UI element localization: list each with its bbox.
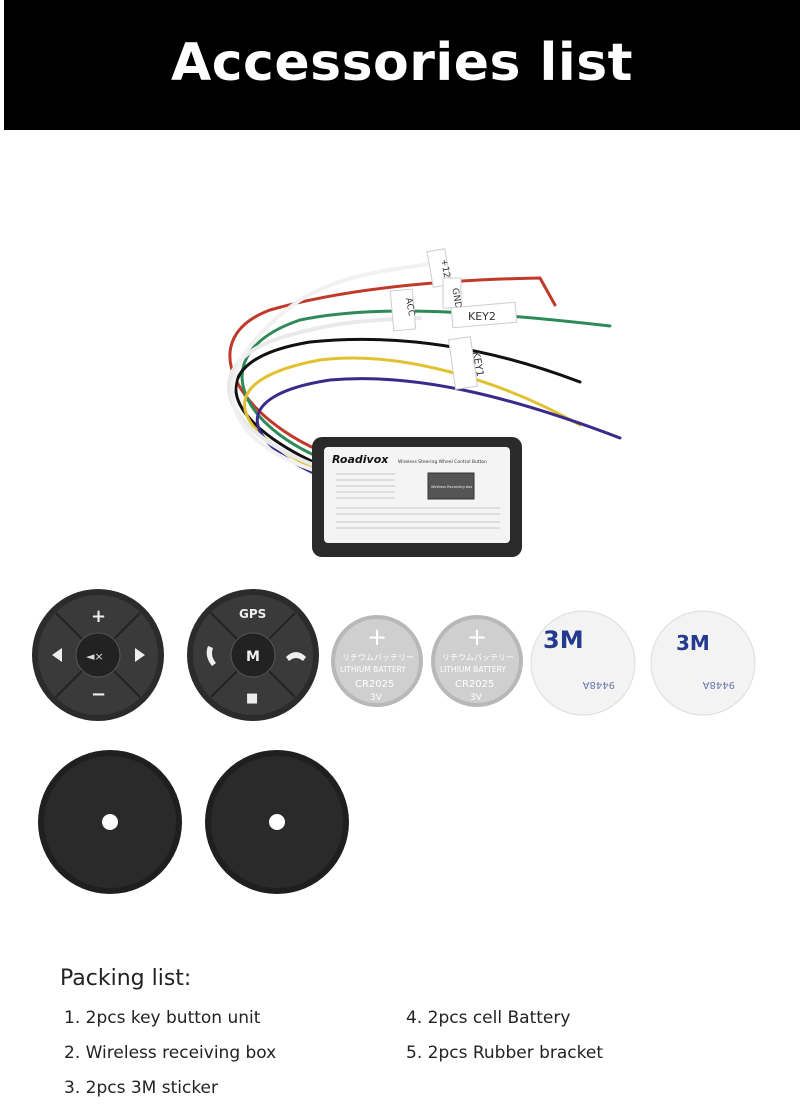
key-left-arrow-icon <box>52 648 62 662</box>
phone-answer-icon <box>206 646 216 666</box>
key-right-arrow-icon <box>135 648 145 662</box>
wire-tag-gnd: GND <box>449 287 462 309</box>
packing-list: Packing list: 1. 2pcs key button unit 2.… <box>0 950 800 1115</box>
battery-line3: 3V <box>470 693 483 703</box>
wire-tag-key1: KEY1 <box>470 351 485 378</box>
receiver-brand: Roadivox <box>332 453 389 466</box>
list-item: 4. 2pcs cell Battery <box>406 1008 571 1028</box>
sticker-brand: 3M <box>543 626 584 654</box>
battery-plus: + <box>467 623 487 651</box>
wire-bundle <box>227 260 622 477</box>
key-mute-label: ◄× <box>86 650 104 663</box>
wire-tag-key2: KEY2 <box>468 310 496 323</box>
key-mode-label: M <box>246 649 260 665</box>
sticker-1: 3M 9448A <box>530 610 636 716</box>
list-item: 1. 2pcs key button unit <box>64 1008 261 1028</box>
battery-2: + リチウムバッテリー LITHIUM BATTERY CR2025 3V <box>431 615 523 707</box>
battery-line2: CR2025 <box>455 679 494 690</box>
key-unit-volume: + − ◄× <box>32 589 164 721</box>
battery-1: + リチウムバッテリー LITHIUM BATTERY CR2025 3V <box>331 615 423 707</box>
battery-jp: リチウムバッテリー <box>342 653 414 662</box>
key-stop-label: ■ <box>246 691 258 706</box>
receiver-module-label: Wireless Receiving box <box>431 485 473 489</box>
receiver-box: Roadivox Wireless Steering Wheel Control… <box>312 437 522 557</box>
page-title: Accessories list <box>170 33 634 93</box>
header-banner: Accessories list <box>4 0 800 130</box>
key-gps-label: GPS <box>239 607 266 621</box>
rubber-bracket-1 <box>38 750 182 894</box>
phone-hangup-icon <box>286 652 306 661</box>
rubber-bracket-2 <box>205 750 349 894</box>
sticker-code: 9448A <box>583 679 615 690</box>
battery-line1: LITHIUM BATTERY <box>340 665 406 674</box>
battery-line3: 3V <box>370 693 383 703</box>
list-item: 2. Wireless receiving box <box>64 1043 277 1063</box>
product-photo: +12V GND KEY2 KEY1 ACC Roadivox Wireless… <box>32 248 756 894</box>
key-minus-label: − <box>91 684 106 705</box>
list-item: 3. 2pcs 3M sticker <box>64 1078 219 1098</box>
wire-tag-acc: ACC <box>403 297 416 317</box>
sticker-2: 3M 9448A <box>650 610 756 716</box>
wire-tags: +12V GND KEY2 KEY1 ACC <box>389 248 518 390</box>
receiver-subtitle: Wireless Steering Wheel Control Button <box>398 459 487 465</box>
key-plus-label: + <box>91 606 106 627</box>
packing-list-title: Packing list: <box>60 966 192 991</box>
battery-line1: LITHIUM BATTERY <box>440 665 506 674</box>
battery-plus: + <box>367 623 387 651</box>
list-item: 5. 2pcs Rubber bracket <box>406 1043 604 1063</box>
sticker-brand: 3M <box>676 631 710 655</box>
sticker-code: 9448A <box>703 679 735 690</box>
key-unit-gps: GPS ■ M <box>187 589 319 721</box>
battery-jp: リチウムバッテリー <box>442 653 514 662</box>
battery-line2: CR2025 <box>355 679 394 690</box>
